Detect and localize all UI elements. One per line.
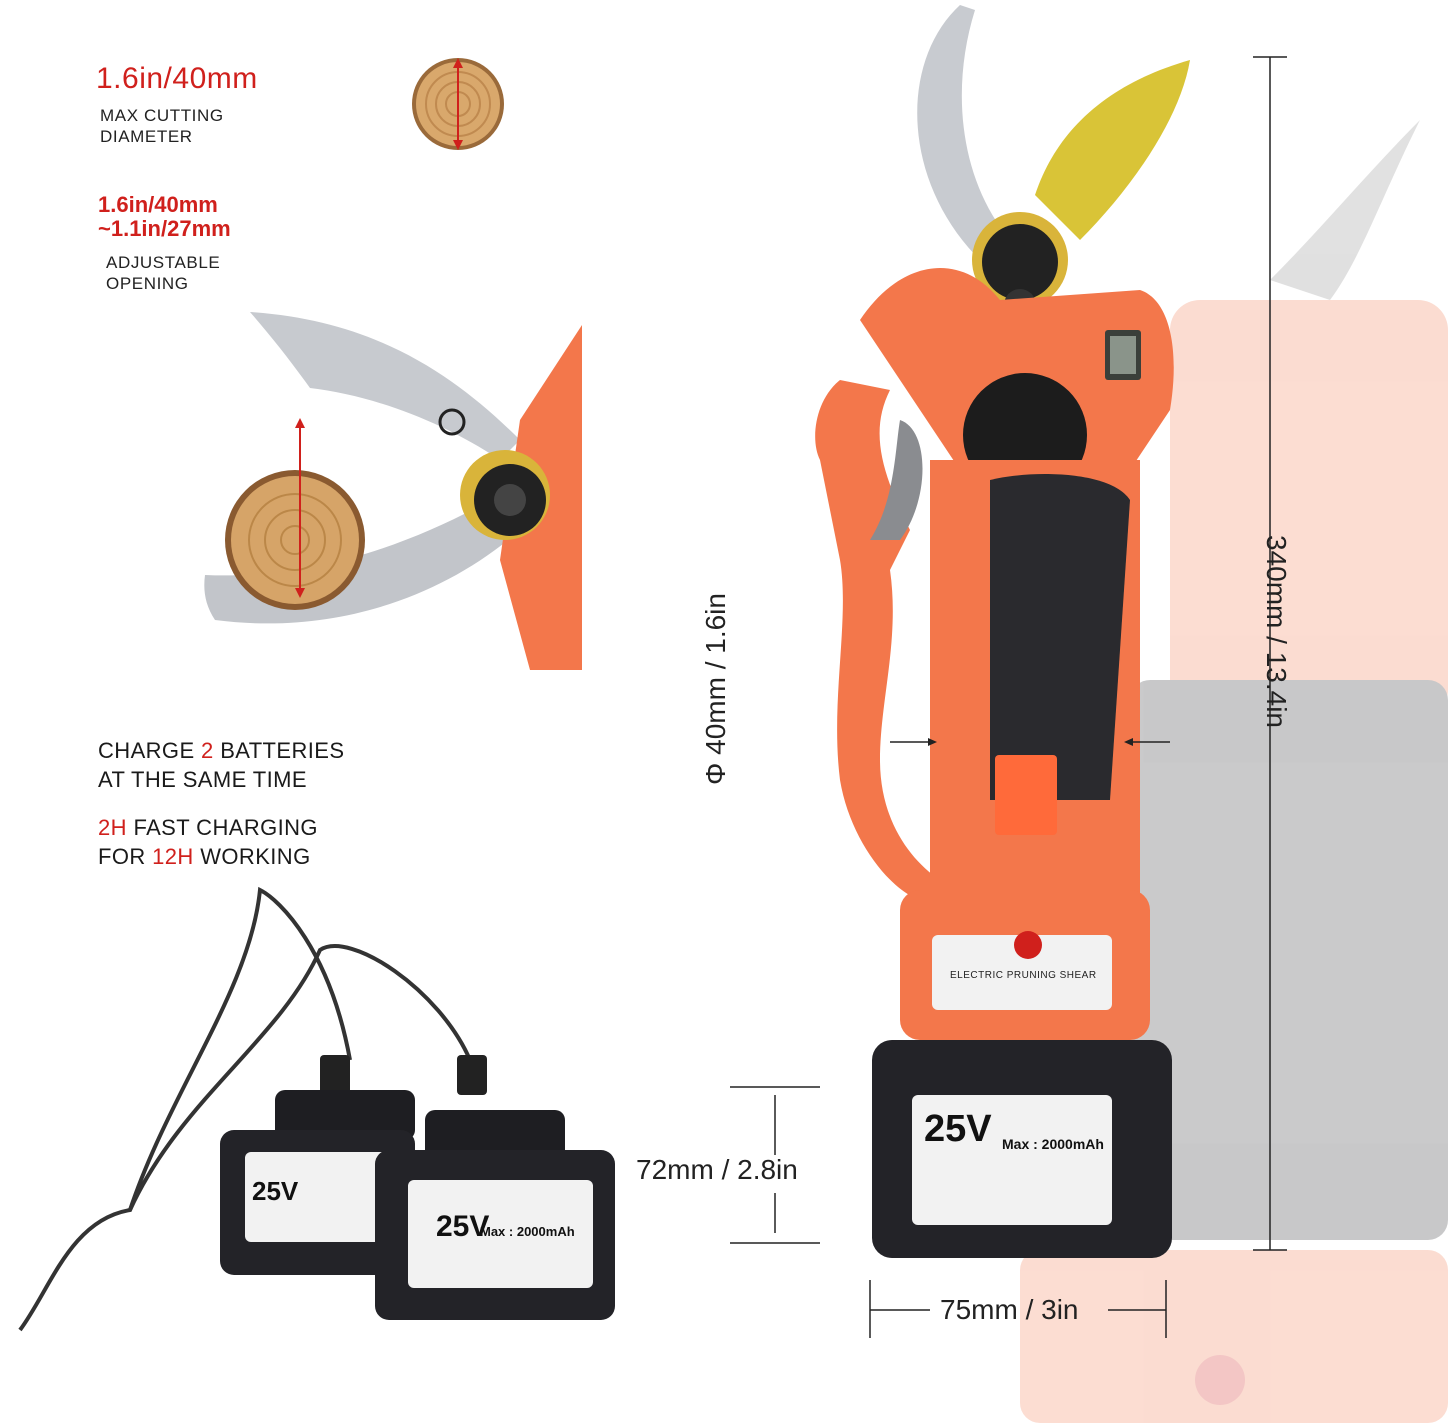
batteries-charger-illustration [18, 886, 615, 1332]
battery-capacity-front: Max : 2000mAh [480, 1224, 575, 1239]
wood-slice-icon [412, 58, 504, 150]
length-label: 340mm / 13.4in [1261, 535, 1292, 728]
width-dimension-line [869, 1280, 1167, 1338]
blade-closeup-illustration [204, 312, 582, 670]
cutting-diameter-value: 1.6in/40mm [96, 62, 258, 95]
feature-fast-charging: 2H FAST CHARGING FOR 12H WORKING [98, 815, 318, 869]
ghost-shear-image [1020, 120, 1448, 1423]
width-label: 75mm / 3in [940, 1294, 1079, 1325]
shear-product-label: ELECTRIC PRUNING SHEAR [950, 970, 1097, 981]
grip-diameter-arrows [890, 738, 1170, 746]
grip-diameter-label: Φ 40mm / 1.6in [700, 593, 731, 785]
battery-voltage-left: 25V [252, 1176, 299, 1206]
battery-height-dimension-line [730, 1086, 820, 1244]
pruning-shear-illustration [815, 5, 1190, 1258]
opening-range-value: 1.6in/40mm ~1.1in/27mm [98, 192, 231, 241]
battery-capacity-main: Max : 2000mAh [1002, 1136, 1104, 1152]
cutting-diameter-caption: MAX CUTTING DIAMETER [100, 106, 224, 146]
opening-caption: ADJUSTABLE OPENING [106, 253, 221, 293]
feature-charge-batteries: CHARGE 2 BATTERIES AT THE SAME TIME [98, 738, 345, 792]
battery-height-label: 72mm / 2.8in [636, 1154, 798, 1185]
battery-voltage-main: 25V [924, 1108, 992, 1150]
length-dimension-line [1253, 56, 1287, 1251]
battery-voltage-front: 25V [436, 1210, 490, 1243]
